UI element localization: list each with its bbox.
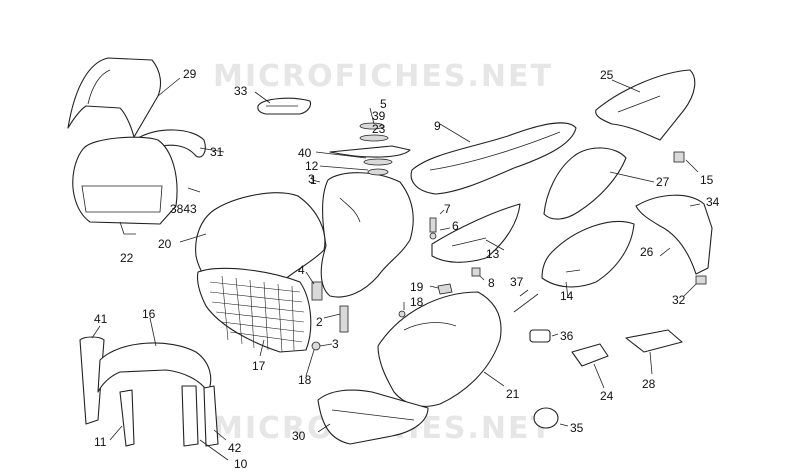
callout-30: 30 bbox=[292, 429, 306, 443]
seat-part bbox=[410, 122, 577, 195]
callout-16: 16 bbox=[142, 307, 156, 321]
callout-24: 24 bbox=[600, 389, 614, 403]
callout-26: 26 bbox=[640, 245, 654, 259]
skid-plate-part bbox=[317, 389, 429, 445]
side-fairing-part bbox=[179, 192, 326, 357]
callout-17: 17 bbox=[252, 359, 266, 373]
callout-2: 2 bbox=[316, 315, 323, 329]
callout-22: 22 bbox=[120, 251, 134, 265]
callout-27: 27 bbox=[656, 175, 670, 189]
callout-35: 35 bbox=[570, 421, 584, 435]
callout-40: 40 bbox=[298, 146, 312, 160]
callout-42: 42 bbox=[228, 441, 242, 455]
spacer-part-36 bbox=[529, 329, 559, 343]
callout-12: 12 bbox=[305, 159, 319, 173]
callout-14: 14 bbox=[560, 289, 574, 303]
callout-4: 4 bbox=[298, 263, 305, 277]
callout-labels: 29 33 5 39 23 9 25 31 40 12 3 1 15 27 38… bbox=[94, 67, 720, 471]
cover-part-33 bbox=[254, 91, 312, 115]
callout-34: 34 bbox=[706, 195, 720, 209]
lower-fairing-part bbox=[377, 291, 505, 407]
link-part-37 bbox=[513, 289, 539, 313]
small-fasteners-8-19-18 bbox=[398, 267, 485, 318]
callout-41: 41 bbox=[94, 312, 108, 326]
callout-20: 20 bbox=[158, 237, 172, 251]
callout-9: 9 bbox=[434, 119, 441, 133]
callout-32: 32 bbox=[672, 293, 686, 307]
callout-15: 15 bbox=[700, 173, 714, 187]
tail-panel-part bbox=[543, 147, 655, 220]
callout-25: 25 bbox=[600, 68, 614, 82]
rear-mudguard-part bbox=[635, 194, 713, 297]
rear-bracket-part bbox=[595, 69, 696, 141]
headlight-fairing-part bbox=[72, 136, 201, 235]
watermark-top: MICROFICHES.NET bbox=[213, 59, 553, 94]
front-mudguard-part bbox=[79, 317, 229, 461]
bolts-7-6 bbox=[429, 209, 451, 240]
callout-6: 6 bbox=[452, 219, 459, 233]
callout-18: 18 bbox=[410, 295, 424, 309]
callout-21: 21 bbox=[506, 387, 520, 401]
callout-10: 10 bbox=[234, 457, 248, 471]
side-cover-part-14 bbox=[541, 220, 635, 299]
callout-18b: 18 bbox=[298, 373, 312, 387]
callout-8: 8 bbox=[488, 276, 495, 290]
callout-5: 5 bbox=[380, 97, 387, 111]
plate-part-28 bbox=[625, 329, 683, 375]
callout-36: 36 bbox=[560, 329, 574, 343]
windscreen-part bbox=[67, 57, 181, 138]
nut-part-15 bbox=[673, 151, 699, 173]
callout-3b: 3 bbox=[332, 337, 339, 351]
callout-3843: 3843 bbox=[170, 202, 197, 216]
callout-19: 19 bbox=[410, 280, 424, 294]
callout-7: 7 bbox=[444, 202, 451, 216]
fasteners-4-2-3 bbox=[305, 271, 349, 377]
callout-23: 23 bbox=[372, 122, 386, 136]
callout-3: 3 bbox=[308, 172, 315, 186]
callout-1: 1 bbox=[310, 173, 317, 187]
tray-part-13 bbox=[431, 203, 521, 263]
bracket-part-31 bbox=[137, 129, 225, 158]
callout-33: 33 bbox=[234, 84, 248, 98]
callout-28: 28 bbox=[642, 377, 656, 391]
callout-29: 29 bbox=[183, 67, 197, 81]
callout-39: 39 bbox=[372, 109, 386, 123]
callout-31: 31 bbox=[210, 145, 224, 159]
callout-13: 13 bbox=[486, 247, 500, 261]
fuel-tank-part bbox=[311, 172, 414, 298]
callout-11: 11 bbox=[94, 435, 107, 449]
clamp-part-35 bbox=[533, 407, 569, 429]
callout-37: 37 bbox=[510, 275, 524, 289]
plate-part-24 bbox=[571, 343, 609, 389]
filler-cap-stack bbox=[315, 107, 411, 176]
